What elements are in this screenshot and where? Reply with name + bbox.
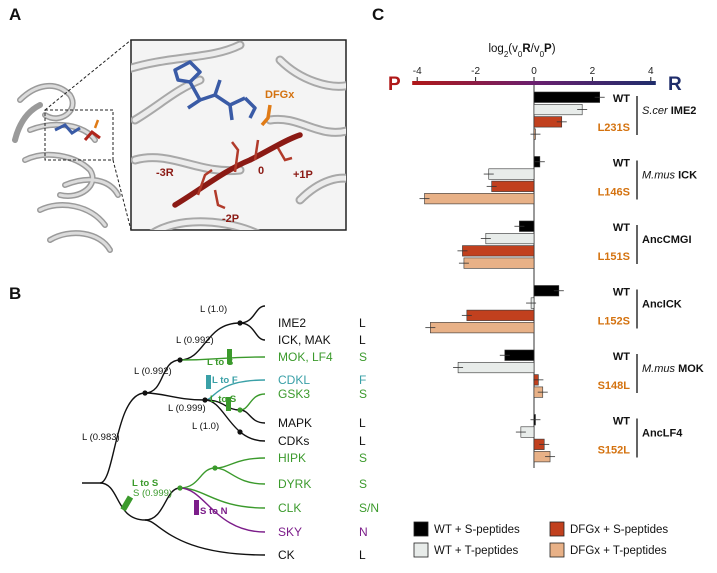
- tree-node-label: L (0.992): [176, 335, 214, 346]
- tree-transition-label: L to S: [132, 478, 158, 489]
- tree-leaf-residue: L: [359, 316, 366, 330]
- mutant-label: S152L: [598, 445, 631, 457]
- tree-transition-label: S to N: [200, 506, 228, 517]
- bar: [463, 257, 535, 269]
- tree-node-label: L (1.0): [200, 304, 227, 315]
- bar: [533, 104, 583, 116]
- label-minus2p: -2P: [222, 213, 239, 225]
- x-tick-label: 4: [648, 66, 654, 77]
- tree-node-label: L (0.983): [82, 432, 120, 443]
- tree-leaf-residue: S: [359, 387, 367, 401]
- tree-leaf-residue: S: [359, 477, 367, 491]
- bar: [430, 322, 535, 334]
- kinase-name: S.cer IME2: [642, 105, 696, 117]
- tree-leaf-residue: L: [359, 333, 366, 347]
- x-tick-label: 0: [531, 66, 537, 77]
- tree-leaf-residue: S/N: [359, 501, 379, 515]
- wt-label: WT: [613, 93, 630, 105]
- bar: [533, 91, 600, 103]
- tree-transition-label: L to F: [212, 375, 238, 386]
- tree-leaf-residue: F: [359, 373, 366, 387]
- tree-leaf-name: MAPK: [278, 416, 312, 430]
- tree-leaf-residue: S: [359, 451, 367, 465]
- panel-label-b: B: [9, 284, 22, 303]
- legend-swatch: [413, 521, 429, 537]
- kinase-name: M.mus ICK: [642, 170, 697, 182]
- mutant-label: S148L: [598, 380, 631, 392]
- label-plus1p: +1P: [293, 169, 313, 181]
- tree-leaf-name: MOK, LF4: [278, 350, 333, 364]
- bar: [462, 245, 535, 257]
- bar: [491, 180, 535, 192]
- legend-label: DFGx + T-peptides: [570, 545, 667, 557]
- tree-transition-label: L to S: [207, 357, 233, 368]
- bar: [424, 193, 535, 205]
- bar: [457, 361, 535, 374]
- label-dfgx: DFGx: [265, 89, 295, 101]
- legend-swatch: [549, 521, 565, 537]
- tree-leaf-name: CLK: [278, 501, 301, 515]
- tree-leaf-name: CK: [278, 548, 295, 562]
- axis-end-label-p: P: [388, 74, 401, 95]
- wt-label: WT: [613, 351, 630, 363]
- bar: [466, 309, 535, 321]
- mutant-label: L146S: [598, 187, 630, 199]
- tree-leaf-name: HIPK: [278, 451, 306, 465]
- tree-leaf-residue: L: [359, 434, 366, 448]
- legend-label: WT + S-peptides: [434, 524, 520, 536]
- tree-node-label: S (0.999): [133, 488, 172, 499]
- panel-label-c: C: [372, 5, 385, 24]
- label-zero: 0: [258, 165, 264, 177]
- tree-leaf-residue: L: [359, 416, 366, 430]
- tree-node-label: L (1.0): [192, 421, 219, 432]
- bar: [485, 233, 535, 245]
- legend-label: DFGx + S-peptides: [570, 524, 668, 536]
- wt-label: WT: [613, 416, 630, 428]
- tree-node-label: L (0.992): [134, 366, 172, 377]
- pr-gradient-axis: [412, 81, 656, 85]
- mutant-label: L151S: [598, 251, 630, 263]
- kinase-name: AncICK: [642, 299, 682, 311]
- tree-transition-label: L to S: [210, 394, 236, 405]
- bar: [488, 168, 535, 180]
- tree-leaf-name: GSK3: [278, 387, 310, 401]
- tree-leaf-residue: N: [359, 525, 368, 539]
- x-tick-label: -2: [471, 66, 480, 77]
- tree-node-dots: [142, 320, 243, 491]
- wt-label: WT: [613, 222, 630, 234]
- tree-leaf-name: CDKL: [278, 373, 310, 387]
- axis-end-label-r: R: [668, 74, 682, 95]
- tree-leaf-name: DYRK: [278, 477, 311, 491]
- panel-label-a: A: [9, 5, 22, 24]
- tree-leaf-residue: L: [359, 548, 366, 562]
- x-axis-label: log2(v0R/v0P): [488, 43, 555, 59]
- tree-leaf-name: ICK, MAK: [278, 333, 331, 347]
- active-site-zoom: DFGx -3R 0 +1P -2P: [130, 39, 347, 231]
- legend-swatch: [549, 542, 565, 558]
- tree-leaf-residue: S: [359, 350, 367, 364]
- protein-overview: [12, 39, 132, 253]
- tree-leaf-name: SKY: [278, 525, 302, 539]
- x-tick-label: -4: [413, 66, 422, 77]
- tree-node-label: L (0.999): [168, 403, 206, 414]
- kinase-name: M.mus MOK: [642, 363, 704, 375]
- legend-label: WT + T-peptides: [434, 545, 519, 557]
- phylogenetic-tree: [82, 305, 266, 556]
- mutant-label: L231S: [598, 122, 630, 134]
- legend-swatch: [413, 542, 429, 558]
- wt-label: WT: [613, 158, 630, 170]
- tree-leaf-name: CDKs: [278, 434, 309, 448]
- kinase-name: AncLF4: [642, 428, 683, 440]
- x-tick-label: 2: [590, 66, 596, 77]
- label-minus3r: -3R: [156, 167, 174, 179]
- kinase-name: AncCMGI: [642, 234, 692, 246]
- tree-leaf-name: IME2: [278, 316, 306, 330]
- tree-transition-bars: [120, 349, 232, 515]
- wt-label: WT: [613, 287, 630, 299]
- mutant-label: L152S: [598, 316, 630, 328]
